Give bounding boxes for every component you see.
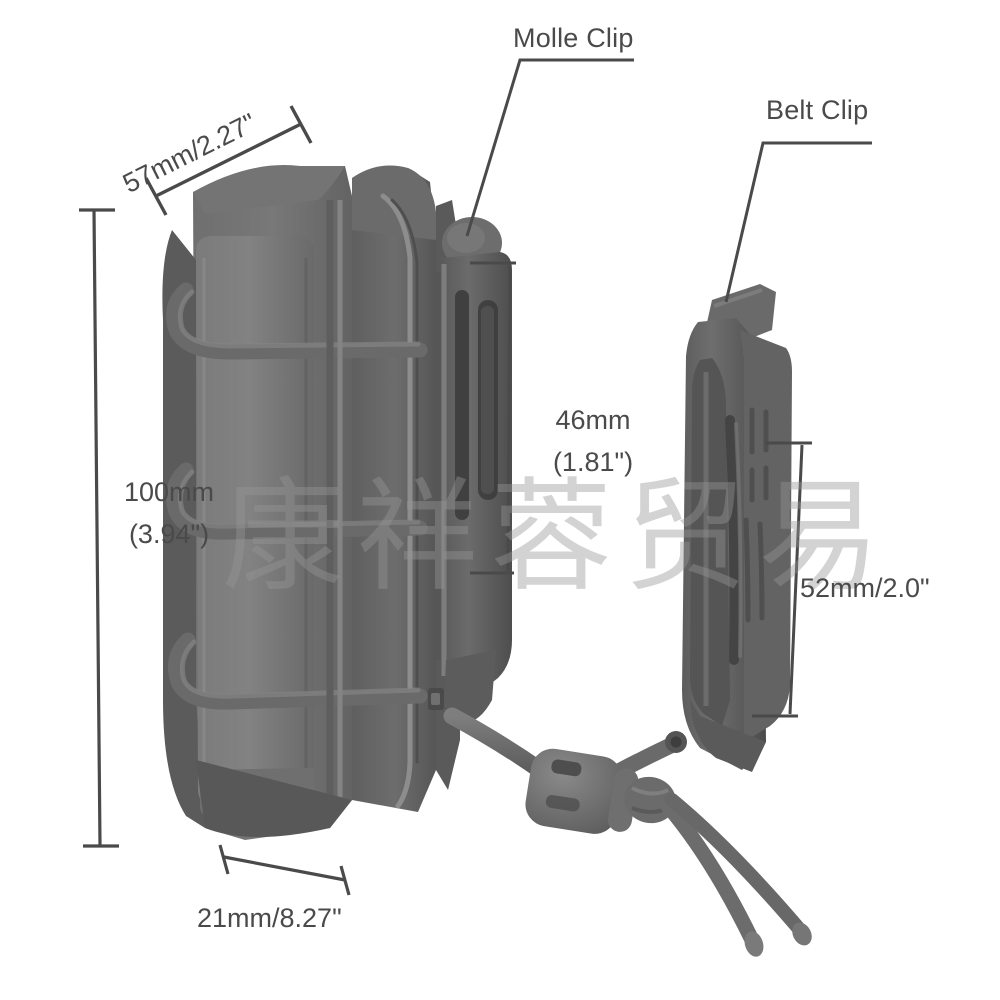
dimension-label-clip-slot-in: (1.81") bbox=[552, 446, 634, 477]
dimension-label-height-in: (3.94") bbox=[128, 518, 210, 549]
bungee-cord-assembly bbox=[443, 707, 812, 957]
dimension-label-clip-slot: 46mm (1.81") bbox=[528, 400, 658, 484]
dimension-label-belt-clip: 52mm/2.0" bbox=[800, 573, 930, 603]
leader-line-belt-clip bbox=[724, 141, 872, 303]
leader-line-molle-clip bbox=[465, 58, 634, 237]
dimension-line-height bbox=[79, 208, 119, 848]
dimension-line-clip-slot bbox=[470, 261, 516, 575]
dimension-line-depth bbox=[218, 844, 351, 896]
dimension-label-depth: 21mm/8.27" bbox=[197, 903, 342, 933]
watermark-text: 康祥蓉贸易 bbox=[222, 466, 892, 608]
callout-label-belt-clip: Belt Clip bbox=[766, 95, 869, 125]
dimension-label-clip-slot-mm: 46mm bbox=[555, 405, 631, 435]
belt-clip-part bbox=[665, 284, 792, 772]
callout-label-molle-clip: Molle Clip bbox=[513, 23, 634, 53]
dimension-line-width bbox=[144, 105, 313, 216]
dimension-line-belt-clip bbox=[752, 441, 812, 718]
molle-clip-part bbox=[428, 217, 512, 722]
dimension-label-height-mm: 100mm bbox=[123, 477, 215, 507]
dimension-label-height: 100mm (3.94") bbox=[104, 472, 234, 556]
